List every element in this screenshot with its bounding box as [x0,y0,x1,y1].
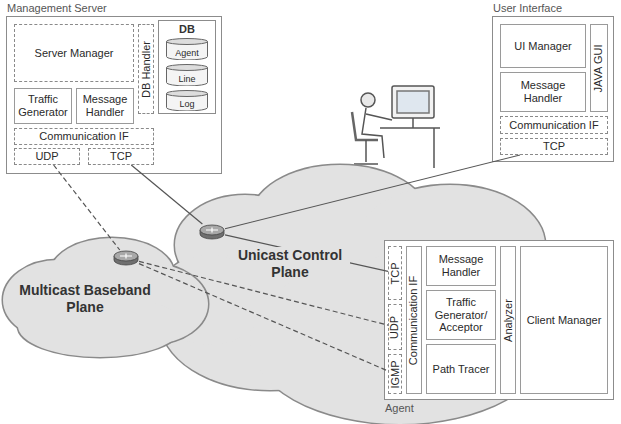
protocol-bar: IGMP [388,354,402,394]
module-box: Message Handler [76,88,134,124]
agent-box: TCP UDP IGMP Communication IF Message Handle… [384,240,614,400]
interface-bar: Communication IF [406,246,422,394]
table-cylinder: Log [166,90,208,111]
protocol-box: UDP [14,148,80,165]
cloud-label: Multicast Baseband Plane [15,282,155,316]
box-label: Message Handler [502,79,584,104]
protocol-bar: UDP [388,304,402,350]
router-arrows [206,228,218,233]
connectors [54,155,520,371]
box-label: TCP [543,140,565,153]
box-label: JAVA GUI [594,44,605,92]
cylinder-top [167,39,208,45]
table-cylinder: Line [166,64,208,86]
cloud-outline [3,238,208,357]
box-label: Traffic Generator [16,93,70,118]
table-cylinder: Agent [166,38,208,60]
heading: Agent [385,402,613,415]
box-label: Message Handler [428,253,494,278]
box-label: Path Tracer [433,363,490,376]
heading: User Interface [493,2,613,15]
module-box: Message Handler [426,246,496,286]
network-link [139,261,388,325]
box-label: Message Handler [78,93,132,118]
server-box: Server Manager DB Handler AgentLineLog DB Tr… [6,16,222,174]
module-box: Traffic Generator/ Acceptor [426,290,496,340]
analyzer-bar: Analyzer [500,246,516,394]
cloud-fill [155,165,570,424]
module-box: Client Manager [520,246,608,394]
handler-bar: DB Handler [138,24,154,114]
router-icon [113,250,139,266]
module-box: UI Manager [500,24,586,68]
protocol-box: TCP [88,148,154,165]
box-label: Communication IF [409,275,420,364]
box-label: Communication IF [509,119,598,132]
network-link [225,155,520,229]
box-label: Communication IF [39,130,128,143]
box-label: IGMP [390,360,401,388]
router-icon [199,224,225,240]
box-label: UI Manager [514,40,571,53]
cylinder-top [167,65,208,71]
router-arrows [120,254,132,259]
interface-bar: Communication IF [500,116,608,134]
protocol-box: TCP [500,138,608,155]
router-top [200,225,224,235]
box-label: TCP [390,262,401,284]
module-box: Traffic Generator [14,88,72,124]
box-label: Agent [175,49,199,58]
box-label: TCP [110,150,132,163]
network-cloud: Multicast Baseband Plane [0,228,212,360]
heading: Management Server [7,2,221,15]
box-label: DB [159,21,215,36]
box-label: Server Manager [35,47,114,60]
box-label: Line [178,75,195,84]
box-label: UDP [390,315,401,338]
network-link [139,264,388,371]
box-label: Analyzer [503,299,514,342]
module-box: Message Handler [500,72,586,112]
router-icon [199,224,225,240]
network-link [54,165,120,250]
module-box: Path Tracer [426,344,496,394]
cloud-outline [155,165,570,424]
box-label: Traffic Generator/ Acceptor [428,296,494,334]
network-link [225,235,388,272]
network-link [131,165,202,224]
user-at-terminal [352,86,440,168]
box-label: Log [179,100,194,109]
router-top [114,251,138,261]
cloud-fill [3,238,208,357]
gui-bar: JAVA GUI [590,24,608,112]
database-box: AgentLineLog DB [158,20,216,114]
ui-box: UI Manager JAVA GUI Message HandlerCommuni… [492,16,614,162]
box-label: Client Manager [527,314,602,327]
module-box: Server Manager [14,24,134,82]
router-icon [113,250,139,266]
box-label: DB Handler [141,41,152,98]
interface-bar: Communication IF [14,128,154,145]
cylinder-top [167,91,208,97]
protocol-bar: TCP [388,246,402,300]
cloud-label: Unicast Control Plane [230,247,350,281]
box-label: UDP [35,150,58,163]
